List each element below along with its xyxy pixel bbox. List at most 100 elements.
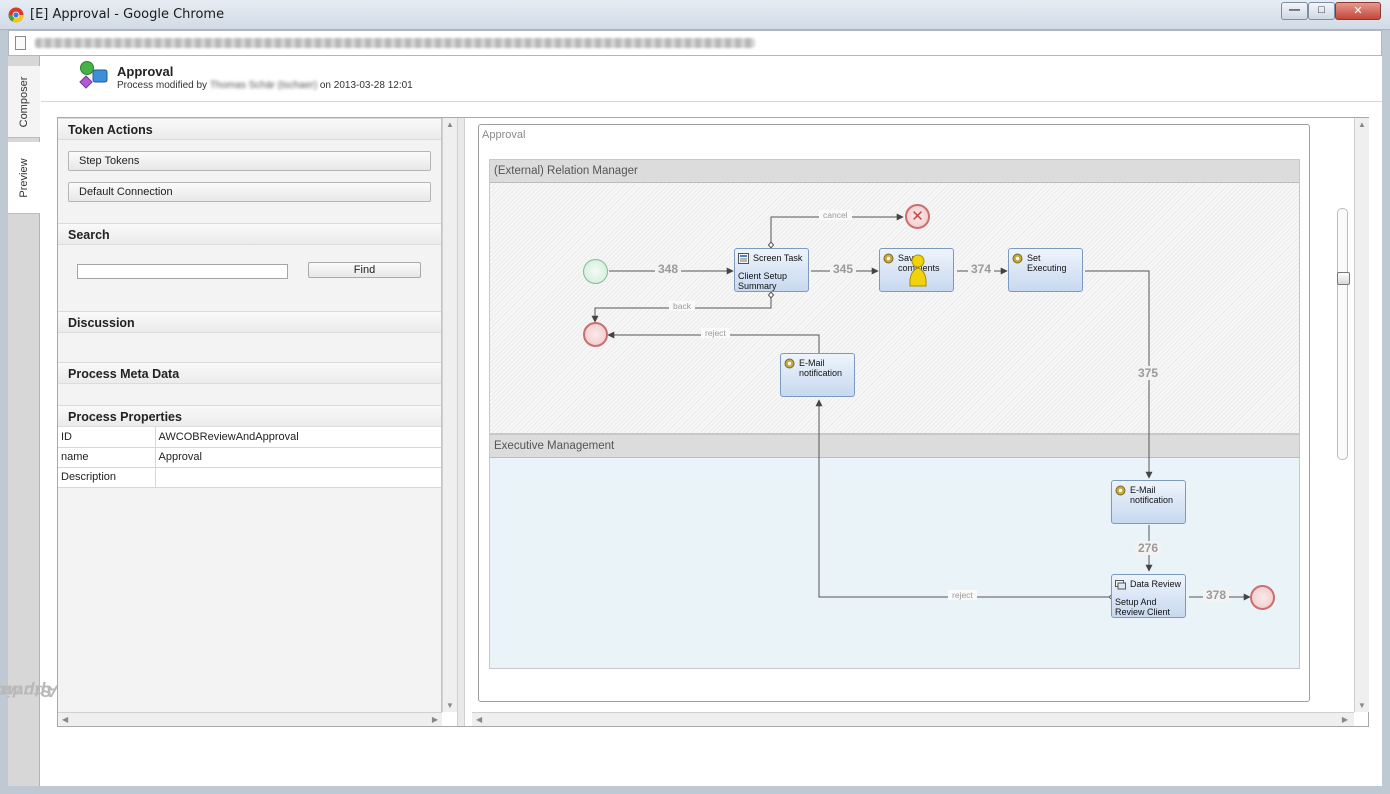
- default-connection-button[interactable]: Default Connection: [68, 182, 431, 202]
- step-tokens-button[interactable]: Step Tokens: [68, 151, 431, 171]
- task-type: Data Review: [1130, 579, 1182, 589]
- sequence-label[interactable]: 374: [968, 262, 995, 276]
- side-panel-vertical-scrollbar[interactable]: ▲ ▼: [442, 118, 457, 712]
- tab-preview[interactable]: Preview: [8, 142, 40, 214]
- sequence-label[interactable]: 378: [1203, 588, 1230, 602]
- diagram-title: Approval: [482, 129, 526, 141]
- scroll-up-icon[interactable]: ▲: [446, 120, 454, 129]
- flow-label-back[interactable]: back: [669, 301, 695, 311]
- diagram-frame: Approval (External) Relation Manager Exe…: [478, 124, 1310, 702]
- scroll-left-icon[interactable]: ◀: [476, 715, 483, 724]
- close-icon: ✕: [1353, 5, 1363, 17]
- brand-logo: Appway Studio: [0, 616, 58, 766]
- task-save-comments[interactable]: Savecomments: [879, 248, 954, 292]
- address-bar[interactable]: [8, 30, 1382, 56]
- flow-label-reject[interactable]: reject: [948, 590, 977, 600]
- editor-content: Token Actions Step Tokens Default Connec…: [57, 117, 1369, 727]
- tab-composer-label: Composer: [18, 76, 30, 127]
- prop-key: Description: [58, 467, 156, 488]
- lane-relation-manager[interactable]: (External) Relation Manager: [489, 159, 1300, 434]
- task-name-line2: notification: [1130, 495, 1174, 505]
- modified-author: Thomas Schär (tschaer): [209, 80, 318, 91]
- zoom-slider-handle[interactable]: [1337, 272, 1350, 285]
- task-name-line1: Client Setup: [738, 271, 788, 281]
- modified-prefix: Process modified by: [117, 80, 208, 91]
- app-area: Composer Preview Appway Studio Approval …: [0, 56, 1382, 786]
- minimize-icon: —: [1289, 4, 1300, 16]
- section-discussion[interactable]: Discussion: [58, 311, 441, 333]
- cancel-x-icon: ✕: [911, 208, 924, 225]
- side-panel-horizontal-scrollbar[interactable]: ◀ ▶: [58, 712, 442, 726]
- canvas-horizontal-scrollbar[interactable]: ◀ ▶: [472, 712, 1354, 726]
- prop-value[interactable]: Approval: [155, 447, 441, 468]
- find-button[interactable]: Find: [308, 262, 421, 278]
- token-actions-heading: Token Actions: [68, 123, 153, 137]
- brand-studio: Studio: [0, 682, 52, 702]
- flow-label-cancel[interactable]: cancel: [819, 210, 852, 220]
- canvas-vertical-scrollbar[interactable]: ▲ ▼: [1354, 118, 1369, 712]
- cancel-end-event[interactable]: ✕: [905, 204, 930, 229]
- section-process-properties[interactable]: Process Properties: [58, 405, 441, 427]
- sequence-label[interactable]: 276: [1135, 541, 1162, 555]
- prop-key: ID: [58, 427, 156, 448]
- window-title: [E] Approval - Google Chrome: [30, 7, 225, 22]
- table-row: Description: [58, 467, 441, 488]
- lane-executive-management[interactable]: Executive Management: [489, 434, 1300, 669]
- properties-table: ID AWCOBReviewAndApproval name Approval …: [58, 427, 441, 488]
- scroll-up-icon[interactable]: ▲: [1358, 120, 1366, 129]
- section-search[interactable]: Search: [58, 223, 441, 245]
- scroll-left-icon[interactable]: ◀: [62, 715, 69, 724]
- page-title: Approval: [117, 64, 174, 79]
- close-window-button[interactable]: ✕: [1335, 2, 1381, 20]
- sequence-label[interactable]: 348: [655, 262, 682, 276]
- prop-key: name: [58, 447, 156, 468]
- sequence-label[interactable]: 345: [830, 262, 857, 276]
- task-type: Screen Task: [753, 253, 803, 263]
- flow-connections: [591, 213, 1251, 601]
- table-row: ID AWCOBReviewAndApproval: [58, 427, 441, 448]
- properties-heading: Process Properties: [68, 410, 182, 424]
- prop-value[interactable]: [155, 467, 441, 488]
- prop-value[interactable]: AWCOBReviewAndApproval: [155, 427, 441, 448]
- task-name-line2: Summary: [738, 281, 777, 291]
- table-row: name Approval: [58, 447, 441, 468]
- task-name-line2: notification: [799, 368, 843, 378]
- lane-label: (External) Relation Manager: [494, 165, 638, 177]
- process-header: Approval Process modified by Thomas Schä…: [41, 56, 1382, 102]
- sequence-label[interactable]: 375: [1135, 366, 1162, 380]
- scroll-down-icon[interactable]: ▼: [1358, 701, 1366, 710]
- scroll-right-icon[interactable]: ▶: [1341, 715, 1348, 724]
- zoom-slider[interactable]: [1337, 208, 1350, 460]
- process-modified-info: Process modified by Thomas Schär (tschae…: [117, 80, 413, 91]
- scroll-down-icon[interactable]: ▼: [446, 701, 454, 710]
- maximize-button[interactable]: □: [1308, 2, 1335, 20]
- lane-header: Executive Management: [490, 435, 1299, 458]
- panel-splitter[interactable]: [457, 118, 465, 726]
- token-pawn-icon[interactable]: [906, 253, 930, 287]
- end-event-back[interactable]: [583, 322, 608, 347]
- start-event[interactable]: [583, 259, 608, 284]
- gear-icon: [784, 358, 795, 369]
- screen-task-icon: [738, 253, 749, 264]
- tab-composer[interactable]: Composer: [8, 66, 40, 138]
- diagram-canvas[interactable]: Approval (External) Relation Manager Exe…: [465, 118, 1354, 712]
- minimize-button[interactable]: —: [1281, 2, 1308, 20]
- lane-header: (External) Relation Manager: [490, 160, 1299, 183]
- gear-icon: [883, 253, 894, 264]
- search-input[interactable]: [77, 264, 288, 279]
- end-event-complete[interactable]: [1250, 585, 1275, 610]
- scroll-right-icon[interactable]: ▶: [431, 715, 438, 724]
- window-titlebar: [E] Approval - Google Chrome — □ ✕: [0, 0, 1390, 30]
- flow-label-reject[interactable]: reject: [701, 328, 730, 338]
- tab-preview-label: Preview: [18, 157, 30, 198]
- search-heading: Search: [68, 228, 110, 242]
- left-rail: Composer Preview Appway Studio: [0, 56, 58, 786]
- section-process-meta-data[interactable]: Process Meta Data: [58, 362, 441, 384]
- page-icon: [15, 36, 26, 50]
- section-token-actions[interactable]: Token Actions: [58, 118, 441, 140]
